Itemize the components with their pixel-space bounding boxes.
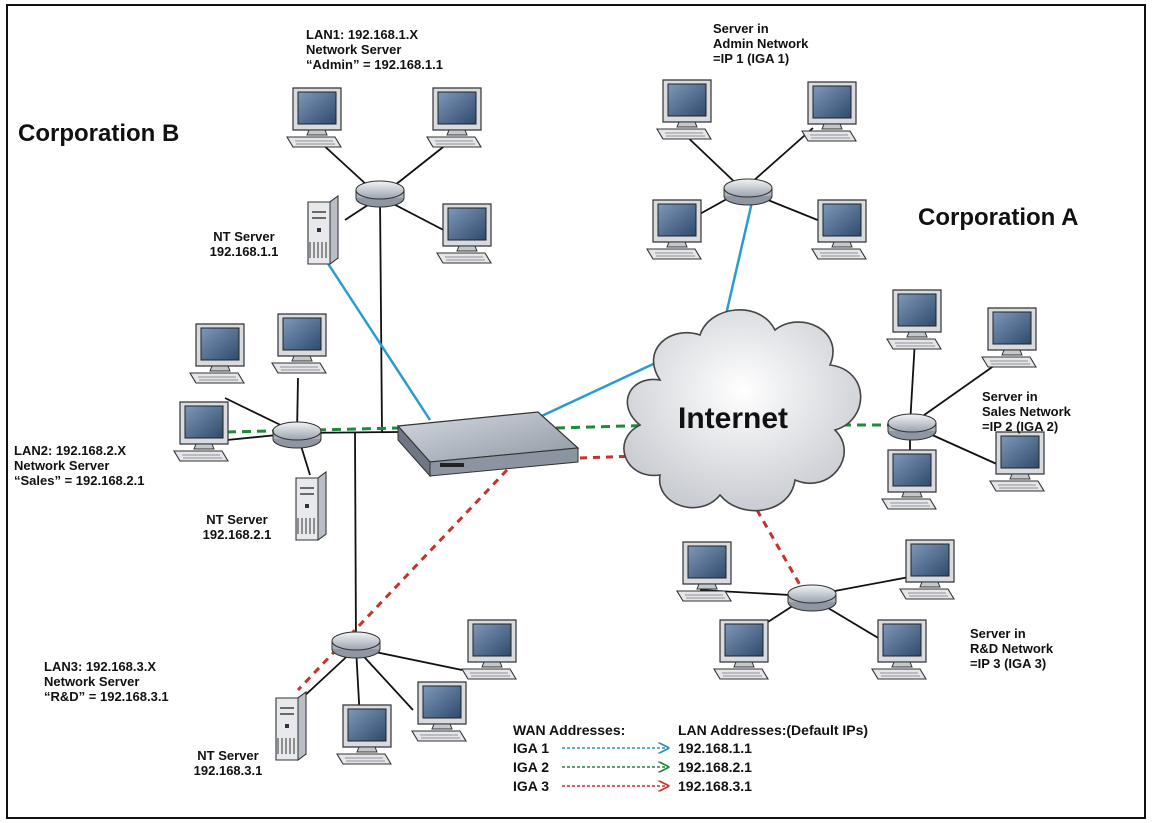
sales-server-caption: Server in xyxy=(982,389,1038,404)
hub-admin xyxy=(723,178,773,206)
rd-server-network: R&D Network xyxy=(970,641,1054,656)
legend-lan-header: LAN Addresses:(Default IPs) xyxy=(678,722,869,738)
admin-server-network: Admin Network xyxy=(713,36,809,51)
sales-link xyxy=(226,423,888,434)
legend-arrows xyxy=(562,748,668,786)
sales-server-network: Sales Network xyxy=(982,404,1071,419)
hub-lan1 xyxy=(355,180,405,208)
hub-sales xyxy=(887,413,937,441)
sales-server-ip: =IP 2 (IGA 2) xyxy=(982,419,1059,434)
hub-rd xyxy=(787,584,837,612)
nt-server-3-tower xyxy=(275,691,307,761)
corporation-b-title: Corporation B xyxy=(18,120,180,147)
rd-server-ip: =IP 3 (IGA 3) xyxy=(970,656,1047,671)
nt-server-3-name: NT Server xyxy=(197,748,259,763)
lan3-subnet: LAN3: 192.168.3.X xyxy=(44,659,157,674)
nt-server-1-ip: 192.168.1.1 xyxy=(209,244,279,259)
central-router xyxy=(396,411,580,478)
nt-server-2-ip: 192.168.2.1 xyxy=(202,527,272,542)
lan1-subnet: LAN1: 192.168.1.X xyxy=(306,27,419,42)
lan1-server-ip: “Admin” = 192.168.1.1 xyxy=(306,57,443,72)
lan2-subnet: LAN2: 192.168.2.X xyxy=(14,443,127,458)
lan2-server-caption: Network Server xyxy=(14,458,110,473)
legend-iga3: IGA 3 xyxy=(513,778,550,794)
legend-iga1: IGA 1 xyxy=(513,740,550,756)
internet-cloud xyxy=(623,309,862,512)
nt-server-1-name: NT Server xyxy=(213,229,275,244)
admin-server-caption: Server in xyxy=(713,21,769,36)
legend-wan-header: WAN Addresses: xyxy=(513,722,626,738)
hub-lan3 xyxy=(331,631,381,659)
legend-iga2: IGA 2 xyxy=(513,759,550,775)
rd-server-caption: Server in xyxy=(970,626,1026,641)
nt-server-1-tower xyxy=(307,195,339,265)
lan3-server-ip: “R&D” = 192.168.3.1 xyxy=(44,689,169,704)
legend-lan1-ip: 192.168.1.1 xyxy=(678,740,752,756)
legend-lan2-ip: 192.168.2.1 xyxy=(678,759,752,775)
lan1-server-caption: Network Server xyxy=(306,42,402,57)
admin-server-ip: =IP 1 (IGA 1) xyxy=(713,51,790,66)
corporation-a-title: Corporation A xyxy=(918,204,1079,231)
lan3-server-caption: Network Server xyxy=(44,674,140,689)
nt-server-2-tower xyxy=(295,471,327,541)
nt-server-3-ip: 192.168.3.1 xyxy=(193,763,263,778)
internet-label: Internet xyxy=(678,402,789,435)
lan2-server-ip: “Sales” = 192.168.2.1 xyxy=(14,473,145,488)
hub-lan2 xyxy=(272,421,322,449)
legend-lan3-ip: 192.168.3.1 xyxy=(678,778,752,794)
nt-server-2-name: NT Server xyxy=(206,512,268,527)
